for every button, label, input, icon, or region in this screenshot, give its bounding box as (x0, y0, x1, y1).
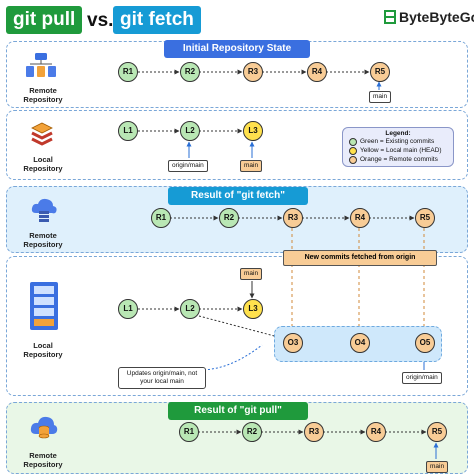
origin-main-tag: origin/main (168, 160, 208, 172)
cloud-server-icon (30, 197, 58, 228)
initial-local-label: Local Repository (23, 155, 63, 173)
yellow-dot-icon (349, 146, 357, 155)
legend: Legend: Green = Existing commits Yellow … (342, 127, 454, 167)
initial-remote-commit: R2 (180, 62, 200, 82)
pull-remote-commit: R1 (179, 422, 199, 442)
fetched-commit: O5 (415, 333, 435, 353)
cloud-database-icon (30, 414, 58, 447)
fetch-note: Updates origin/main, not your local main (118, 367, 206, 389)
legend-orange: Orange = Remote commits (360, 156, 438, 163)
initial-remote-label: Remote Repository (23, 86, 63, 104)
brand-name: ByteByteGo (399, 9, 474, 25)
legend-title: Legend: (385, 130, 411, 137)
fetch-result-title: Result of "git fetch" (168, 187, 308, 205)
legend-green: Green = Existing commits (360, 138, 435, 145)
initial-local-commit: L2 (180, 121, 200, 141)
fetch-local-commit: L3 (243, 299, 263, 319)
bytebytego-logo-icon (382, 9, 398, 30)
orange-dot-icon (349, 155, 357, 164)
fetched-commit: O3 (283, 333, 303, 353)
initial-remote-commit: R1 (118, 62, 138, 82)
fetch-remote-label: Remote Repository (23, 231, 63, 249)
main-branch-tag: main (369, 91, 392, 103)
local-stack-icon (31, 121, 53, 152)
initial-remote-commit: R3 (243, 62, 263, 82)
legend-yellow: Yellow = Local main (HEAD) (360, 147, 442, 154)
pull-remote-label: Remote Repository (23, 451, 63, 469)
fetch-local-label: Local Repository (23, 341, 63, 359)
fetch-remote-commit: R3 (283, 208, 303, 228)
pull-remote-commit: R5 (427, 422, 447, 442)
fetch-remote-commit: R5 (415, 208, 435, 228)
fetch-local-commit: L2 (180, 299, 200, 319)
git-pull-title: git pull (6, 6, 83, 34)
main-branch-tag: main (426, 461, 449, 473)
initial-remote-commit: R5 (370, 62, 390, 82)
git-fetch-title: git fetch (113, 6, 201, 34)
main-branch-tag: main (240, 160, 263, 172)
origin-main-tag: origin/main (402, 372, 442, 384)
main-branch-tag: main (240, 268, 263, 280)
initial-state-title: Initial Repository State (164, 40, 310, 58)
initial-local-commit: L1 (118, 121, 138, 141)
vs-label: vs. (87, 10, 114, 31)
initial-local-commit: L3 (243, 121, 263, 141)
pull-remote-commit: R2 (242, 422, 262, 442)
green-dot-icon (349, 137, 357, 146)
fetch-remote-commit: R4 (350, 208, 370, 228)
pull-remote-commit: R4 (366, 422, 386, 442)
remote-server-icon (26, 53, 56, 84)
initial-remote-commit: R4 (307, 62, 327, 82)
pull-result-title: Result of "git pull" (168, 402, 308, 420)
fetch-remote-commit: R2 (219, 208, 239, 228)
fetched-commit: O4 (350, 333, 370, 353)
fetch-local-commit: L1 (118, 299, 138, 319)
fetched-banner: New commits fetched from origin (283, 250, 437, 266)
fetch-remote-commit: R1 (151, 208, 171, 228)
local-server-rack-icon (30, 282, 58, 335)
pull-remote-commit: R3 (304, 422, 324, 442)
